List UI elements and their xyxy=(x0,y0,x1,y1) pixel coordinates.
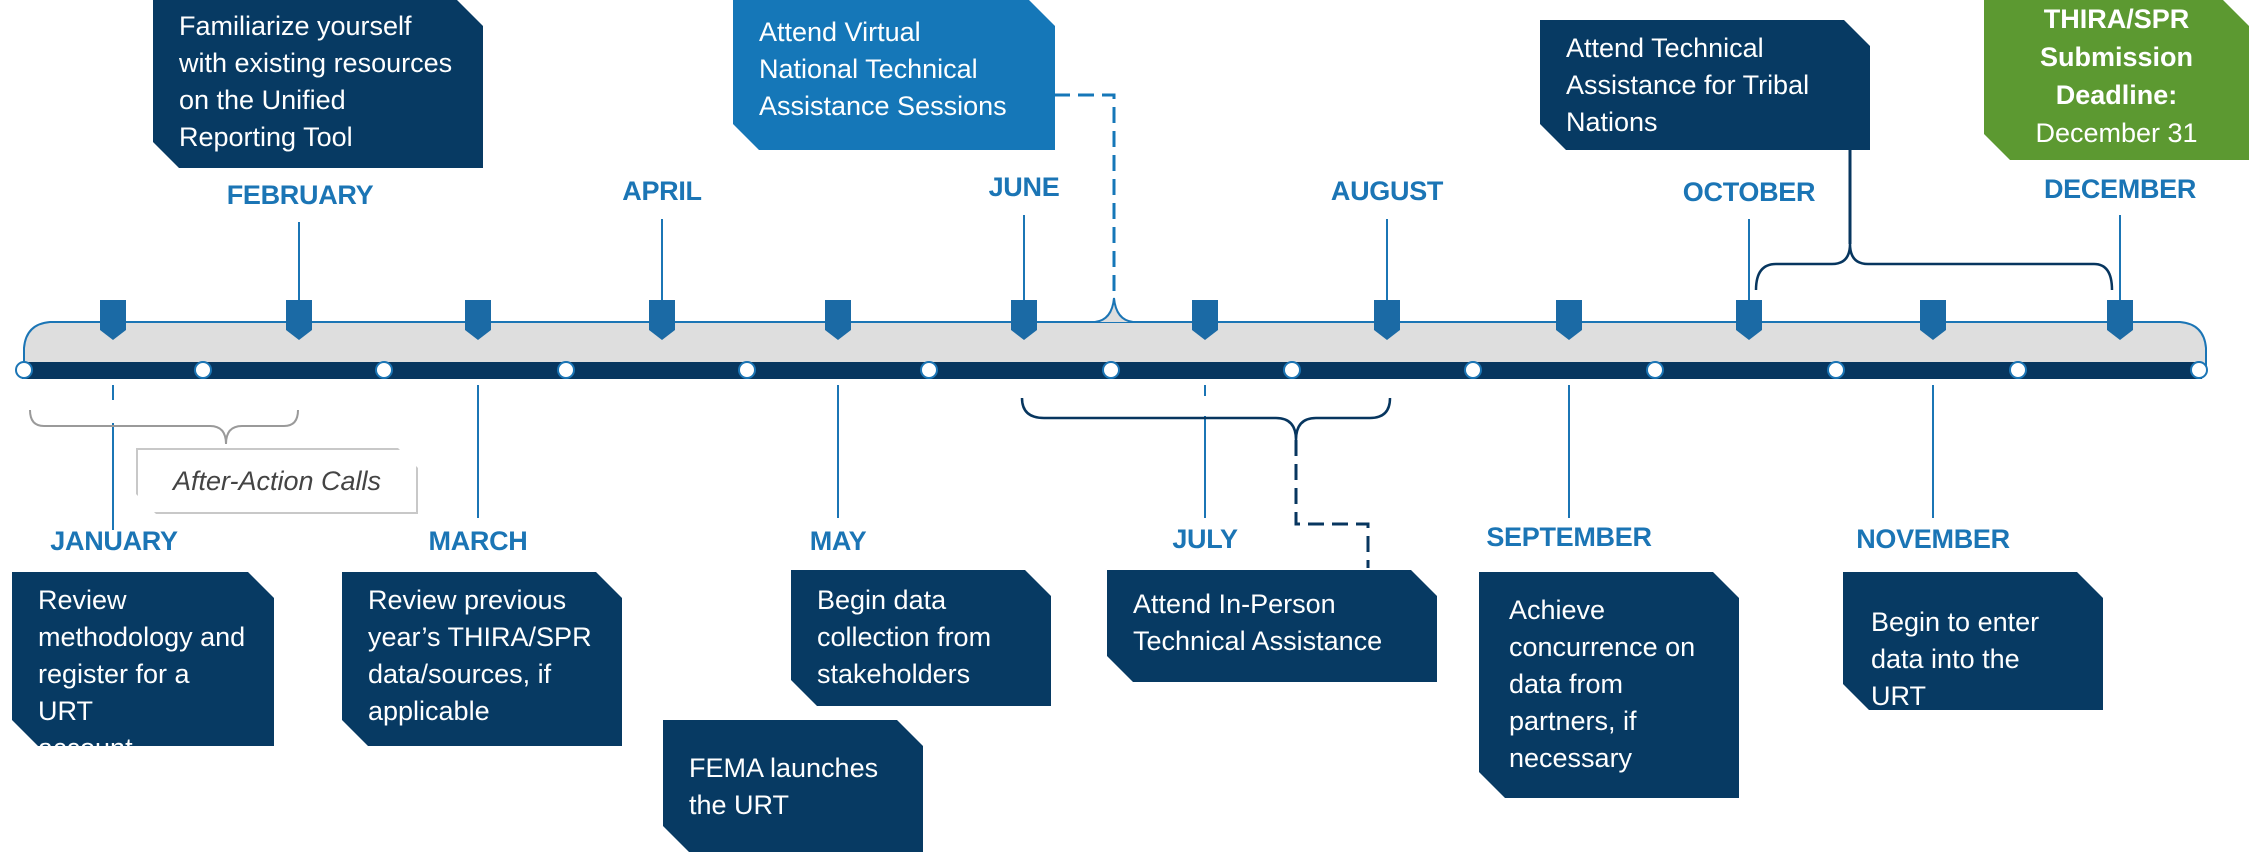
box-line: methodology and xyxy=(38,622,246,652)
month-label-october: OCTOBER xyxy=(1682,177,1816,207)
month-label-january: JANUARY xyxy=(50,526,178,556)
review-previous-box: Review previous year’s THIRA/SPR data/so… xyxy=(342,572,622,746)
box-line: Technical Assistance xyxy=(1133,626,1383,656)
box-line: Attend In-Person xyxy=(1133,589,1336,619)
fema-launches-box: FEMA launches the URT xyxy=(663,720,923,852)
box-line: on the Unified xyxy=(179,85,346,115)
box-line: Assistance Sessions xyxy=(759,91,1007,121)
box-line: with existing resources xyxy=(179,48,453,78)
month-label-may: MAY xyxy=(809,526,867,556)
box-line: stakeholders xyxy=(817,659,971,689)
submission-deadline-box: THIRA/SPR Submission Deadline: December … xyxy=(1984,0,2249,160)
month-connectors xyxy=(298,215,2121,310)
timeline-dots xyxy=(15,361,2208,379)
month-label-march: MARCH xyxy=(428,526,528,556)
box-line: National Technical xyxy=(759,54,978,84)
month-label-july: JULY xyxy=(1172,524,1238,554)
box-line: data into the URT xyxy=(1871,644,2020,711)
in-person-assistance-box: Attend In-Person Technical Assistance xyxy=(1107,570,1437,682)
box-line: Attend Technical xyxy=(1566,33,1764,63)
box-line: collection from xyxy=(817,622,992,652)
month-label-august: AUGUST xyxy=(1330,176,1444,206)
month-label-november: NOVEMBER xyxy=(1856,524,2010,554)
box-line: data from xyxy=(1509,669,1624,699)
box-line: Familiarize yourself xyxy=(179,11,412,41)
virtual-sessions-box: Attend Virtual National Technical Assist… xyxy=(733,0,1055,150)
after-action-calls-box: After-Action Calls xyxy=(136,448,418,514)
month-label-december: DECEMBER xyxy=(2043,174,2197,204)
in-person-leader xyxy=(1294,440,1370,568)
month-label-june: JUNE xyxy=(988,172,1060,202)
box-line: concurrence on xyxy=(1509,632,1696,662)
box-line: Review previous xyxy=(368,585,567,615)
box-line: the URT xyxy=(689,790,790,820)
box-line: year’s THIRA/SPR xyxy=(368,622,592,652)
timeline-band xyxy=(23,321,2207,371)
box-line: partners, if xyxy=(1509,706,1637,736)
oct-dec-brace xyxy=(1754,243,2114,291)
box-line: data/sources, if xyxy=(368,659,552,689)
box-line: Nations xyxy=(1566,107,1658,137)
box-line: applicable xyxy=(368,696,490,726)
box-line: Begin data xyxy=(817,585,947,615)
familiarize-resources-box: Familiarize yourself with existing resou… xyxy=(153,0,483,168)
box-line: Submission xyxy=(2039,42,2194,72)
box-line: Deadline: xyxy=(2055,80,2178,110)
begin-enter-data-box: Begin to enter data into the URT xyxy=(1843,572,2103,710)
box-line: FEMA launches xyxy=(689,753,879,783)
box-line: Reporting Tool xyxy=(179,122,353,152)
month-label-february: FEBRUARY xyxy=(226,180,374,210)
month-label-april: APRIL xyxy=(622,176,702,206)
begin-data-collection-box: Begin data collection from stakeholders xyxy=(791,570,1051,706)
review-methodology-box: Review methodology and register for a UR… xyxy=(12,572,274,746)
box-line: register for a URT xyxy=(38,659,190,726)
box-line: Achieve xyxy=(1509,595,1606,625)
box-line: Review xyxy=(38,585,127,615)
box-line: Begin to enter xyxy=(1871,607,2040,637)
month-label-september: SEPTEMBER xyxy=(1486,522,1652,552)
month-markers xyxy=(100,300,2133,340)
box-line: Attend Virtual xyxy=(759,17,921,47)
virtual-leader xyxy=(1054,93,1116,298)
box-line: Assistance for Tribal xyxy=(1566,70,1810,100)
box-line: THIRA/SPR xyxy=(2043,4,2190,34)
tribal-nations-box: Attend Technical Assistance for Tribal N… xyxy=(1540,20,1870,150)
box-line: December 31 xyxy=(2035,118,2198,148)
achieve-concurrence-box: Achieve concurrence on data from partner… xyxy=(1479,572,1739,798)
box-line: necessary xyxy=(1509,743,1633,773)
month-connectors-below xyxy=(112,385,1934,530)
after-action-brace xyxy=(29,409,299,445)
june-brace-bump xyxy=(1094,297,1134,323)
